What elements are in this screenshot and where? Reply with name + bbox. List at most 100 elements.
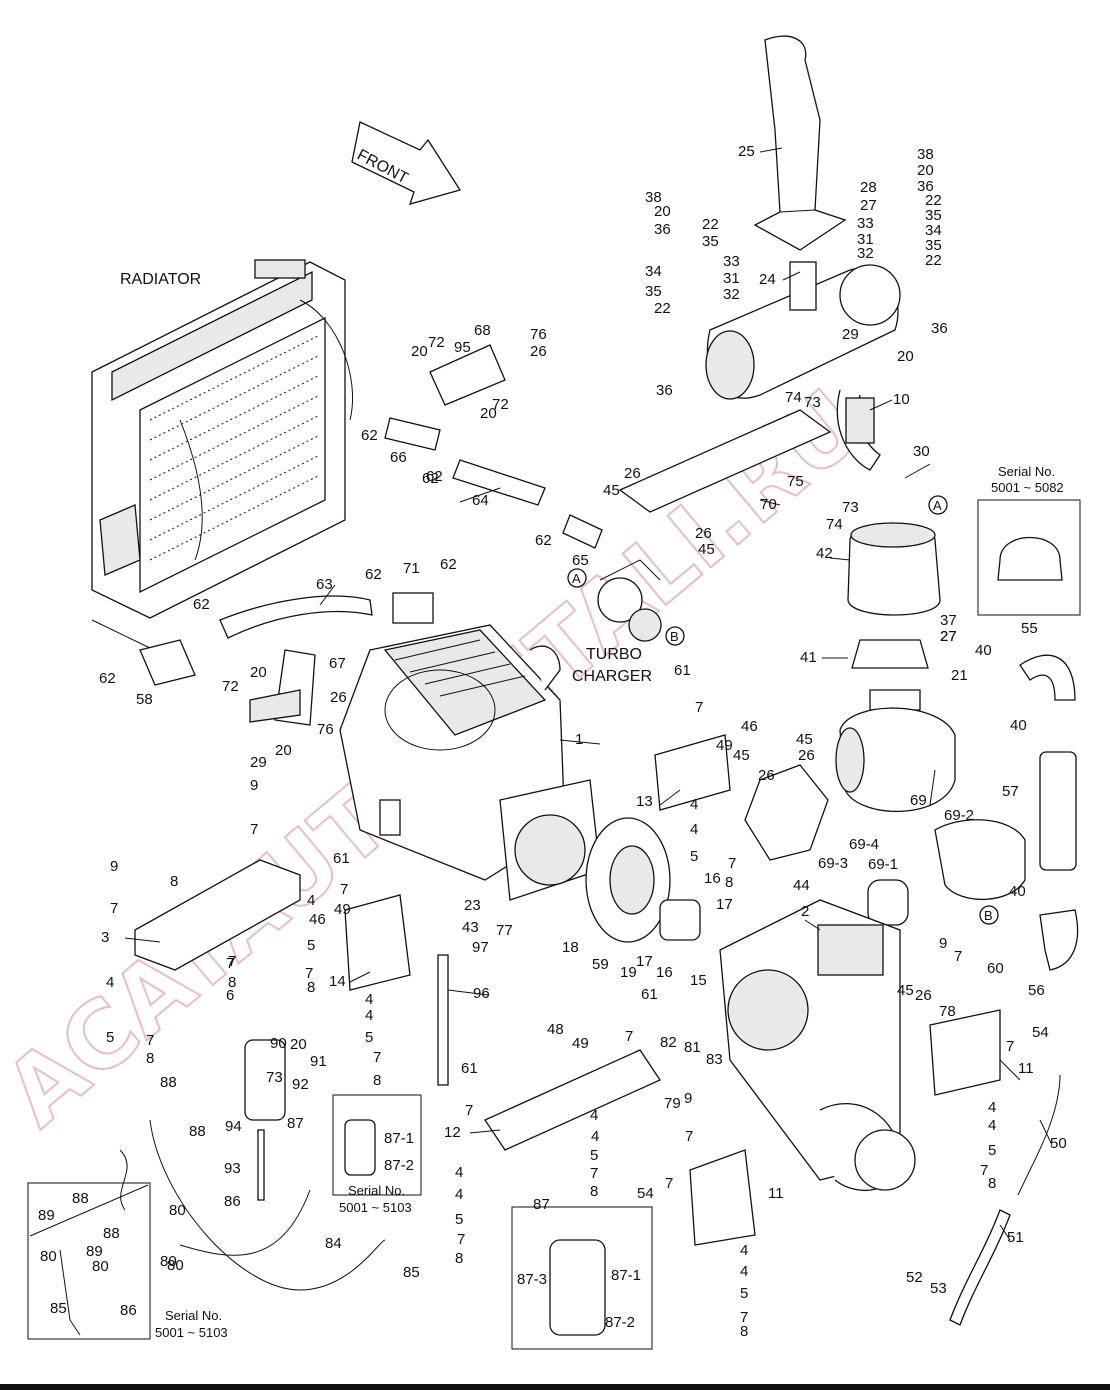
callout-56: 56 xyxy=(1028,982,1045,999)
callout-20-3: 20 xyxy=(480,405,497,422)
callout-74: 74 xyxy=(826,516,843,533)
callout-4-9: 4 xyxy=(455,1164,463,1181)
callout-91: 91 xyxy=(310,1053,327,1070)
callout-4-14: 4 xyxy=(988,1117,996,1134)
callout-93: 93 xyxy=(224,1160,241,1177)
callout-4-13: 4 xyxy=(988,1099,996,1116)
callout-7-5: 7 xyxy=(305,965,313,982)
callout-9: 9 xyxy=(110,858,118,875)
callout-7-20: 7 xyxy=(728,855,736,872)
callout-71: 71 xyxy=(403,560,420,577)
callout-26-6: 26 xyxy=(798,747,815,764)
callout-87: 87 xyxy=(287,1115,304,1132)
callout-70: 70 xyxy=(760,496,777,513)
leader-line xyxy=(659,789,681,806)
callout-40-3: 40 xyxy=(1009,883,1026,900)
callout-66: 66 xyxy=(390,449,407,466)
callout-8-2: 8 xyxy=(307,979,315,996)
callout-49-2: 49 xyxy=(334,901,351,918)
callout-69-3: 69-3 xyxy=(818,855,848,872)
callout-38: 38 xyxy=(917,146,934,163)
callout-40: 40 xyxy=(975,642,992,659)
callout-5-3: 5 xyxy=(690,848,698,865)
callout-24: 24 xyxy=(759,271,776,288)
callout-23: 23 xyxy=(464,897,481,914)
callout-8-5: 8 xyxy=(590,1183,598,1200)
callout-4-5: 4 xyxy=(365,991,373,1008)
callout-79: 79 xyxy=(664,1095,681,1112)
callout-34: 34 xyxy=(925,222,942,239)
callout-52: 52 xyxy=(906,1269,923,1286)
callout-43: 43 xyxy=(462,919,479,936)
callout-20-2: 20 xyxy=(411,343,428,360)
callout-7-17: 7 xyxy=(980,1162,988,1179)
callout-45-4: 45 xyxy=(733,747,750,764)
inset-air-cleaner-cap: Serial No. 5001 ~ 5082 xyxy=(977,464,1081,616)
leader-line xyxy=(559,739,601,745)
callout-22-3: 22 xyxy=(654,300,671,317)
callout-38-2: 38 xyxy=(645,189,662,206)
callout-46: 46 xyxy=(741,718,758,735)
callout-88-2: 88 xyxy=(189,1123,206,1140)
callout-27-2: 27 xyxy=(940,628,957,645)
callout-72: 72 xyxy=(428,334,445,351)
callout-5-8: 5 xyxy=(988,1142,996,1159)
callout-83: 83 xyxy=(706,1051,723,1068)
callout-4-7: 4 xyxy=(590,1107,598,1124)
callout-31: 31 xyxy=(857,231,874,248)
leader-line xyxy=(459,487,501,503)
callout-87-1: 87-1 xyxy=(384,1130,414,1147)
callout-64: 64 xyxy=(472,492,489,509)
callout-61-2: 61 xyxy=(674,662,691,679)
front-arrow: FRONT xyxy=(351,121,462,205)
radiator: RADIATOR xyxy=(91,259,354,649)
callout-87-2-2: 87-2 xyxy=(605,1314,635,1331)
charge-air-pipes xyxy=(139,344,603,726)
fuel-filters xyxy=(149,1039,653,1350)
callout-26: 26 xyxy=(530,343,547,360)
callout-7-18: 7 xyxy=(146,1032,154,1049)
callout-7-8: 7 xyxy=(625,1028,633,1045)
callout-35-4: 35 xyxy=(925,237,942,254)
callout-27: 27 xyxy=(940,628,957,645)
callout-9-3: 9 xyxy=(939,935,947,952)
callout-49: 49 xyxy=(716,737,733,754)
callout-69-4: 69-4 xyxy=(849,836,879,853)
callout-69: 69 xyxy=(910,792,927,809)
callout-8-10: 8 xyxy=(228,974,236,991)
callout-88-3: 88 xyxy=(72,1190,89,1207)
callout-26-3: 26 xyxy=(695,525,712,542)
leader-line xyxy=(759,147,783,153)
callout-20-4: 20 xyxy=(250,664,267,681)
callout-4-12: 4 xyxy=(740,1263,748,1280)
callout-7-3: 7 xyxy=(250,821,258,838)
turbo-label-2: CHARGER xyxy=(572,668,652,685)
callout-35-2: 35 xyxy=(702,233,719,250)
callout-20: 20 xyxy=(917,162,934,179)
reference-circles: A A B B xyxy=(567,495,999,925)
callout-96: 96 xyxy=(473,985,490,1002)
callout-36: 36 xyxy=(917,178,934,195)
callout-97: 97 xyxy=(472,939,489,956)
callout-22-2: 22 xyxy=(702,216,719,233)
callout-78: 78 xyxy=(939,1003,956,1020)
callout-20-5: 20 xyxy=(275,742,292,759)
callout-3: 3 xyxy=(101,929,109,946)
callout-7: 7 xyxy=(110,900,118,917)
callout-33-2: 33 xyxy=(723,253,740,270)
callout-88: 88 xyxy=(160,1074,177,1091)
callout-95: 95 xyxy=(454,339,471,356)
callout-8-7: 8 xyxy=(740,1323,748,1340)
callout-5-7: 5 xyxy=(740,1285,748,1302)
callout-87-2: 87-2 xyxy=(384,1157,414,1174)
callout-26-5: 26 xyxy=(758,767,775,784)
callout-60: 60 xyxy=(987,960,1004,977)
callout-19: 19 xyxy=(620,964,637,981)
callout-77: 77 xyxy=(496,922,513,939)
callout-44: 44 xyxy=(793,877,810,894)
callout-4-10: 4 xyxy=(455,1186,463,1203)
callout-4: 4 xyxy=(106,974,114,991)
leader-line xyxy=(124,937,161,943)
